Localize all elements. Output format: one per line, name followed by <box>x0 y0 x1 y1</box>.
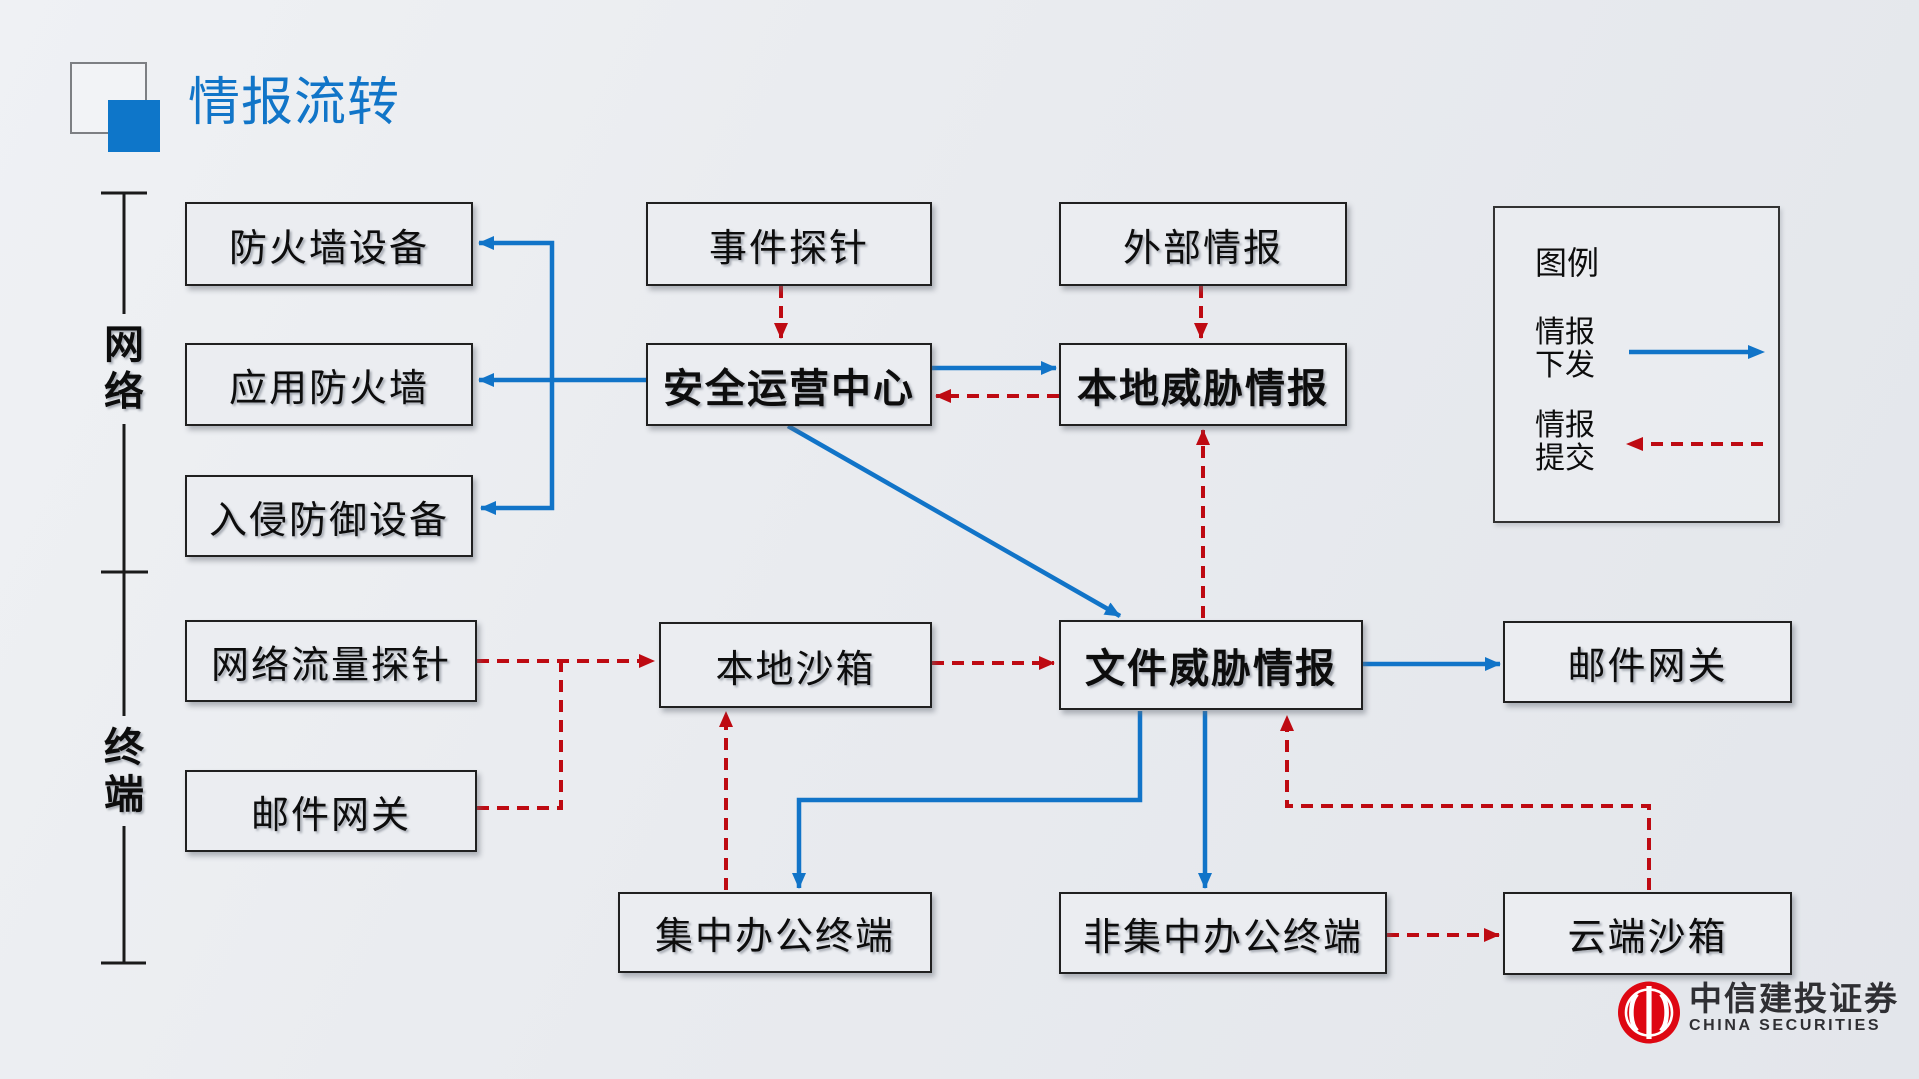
submit-arrows <box>477 286 1651 942</box>
node-label: 本地威胁情报 <box>1077 366 1329 411</box>
node-label: 邮件网关 <box>1567 645 1728 688</box>
node-local-threat-intel: 本地威胁情报 <box>1059 343 1347 426</box>
legend: 图例 情报 下发 情报 提交 <box>1493 206 1780 523</box>
group-label-terminal: 终端 <box>104 726 144 817</box>
node-net-traffic-probe: 网络流量探针 <box>185 620 477 702</box>
line-mail-gateway-to-sandbox-junction <box>477 663 563 810</box>
node-app-firewall: 应用防火墙 <box>185 343 473 426</box>
legend-submit-arrow-icon <box>1626 437 1763 451</box>
arrow-soc-to-file-threat-intel <box>786 424 1122 618</box>
node-label: 邮件网关 <box>250 794 411 837</box>
dispatch-arrows <box>478 236 1501 889</box>
logo-text: 中信建投证券 CHINA SECURITIES <box>1689 981 1899 1035</box>
legend-label-submit: 情报 提交 <box>1535 409 1595 475</box>
node-label: 防火墙设备 <box>228 227 429 270</box>
node-local-sandbox: 本地沙箱 <box>659 622 932 708</box>
node-label: 集中办公终端 <box>654 916 895 958</box>
node-soc: 安全运营中心 <box>646 343 932 426</box>
node-noncentral-terminal: 非集中办公终端 <box>1059 892 1387 974</box>
node-label: 文件威胁情报 <box>1085 647 1337 691</box>
page-title: 情报流转 <box>188 74 401 132</box>
logo-company-name-en: CHINA SECURITIES <box>1689 1017 1882 1034</box>
node-label: 安全运营中心 <box>663 366 915 411</box>
arrow-file-intel-to-central-terminal <box>792 711 1143 889</box>
node-central-terminal: 集中办公终端 <box>618 892 932 973</box>
node-mail-gateway-right: 邮件网关 <box>1503 621 1792 703</box>
node-label: 应用防火墙 <box>228 368 429 410</box>
title-marker-blue-square <box>108 100 160 152</box>
title-marker-icon <box>70 62 160 152</box>
node-file-threat-intel: 文件威胁情报 <box>1059 620 1363 710</box>
node-cloud-sandbox: 云端沙箱 <box>1503 892 1792 975</box>
logo-company-name: 中信建投证券 <box>1689 980 1899 1017</box>
legend-dispatch-arrow-icon <box>1629 345 1765 359</box>
arrow-soc-to-firewall <box>478 236 555 380</box>
node-firewall: 防火墙设备 <box>185 202 473 286</box>
node-external-intel: 外部情报 <box>1059 202 1347 286</box>
node-label: 网络流量探针 <box>210 644 451 687</box>
arrow-soc-to-ips <box>480 380 555 515</box>
node-ips: 入侵防御设备 <box>185 475 473 557</box>
node-label: 本地沙箱 <box>715 648 876 691</box>
node-event-probe: 事件探针 <box>646 202 932 286</box>
node-label: 外部情报 <box>1122 227 1283 270</box>
arrow-cloud-sandbox-to-file-intel <box>1280 715 1651 890</box>
node-label: 入侵防御设备 <box>208 499 449 542</box>
node-label: 云端沙箱 <box>1567 917 1728 959</box>
node-label: 事件探针 <box>708 227 869 270</box>
company-logo: 中信建投证券 CHINA SECURITIES <box>1616 981 1899 1045</box>
group-bracket <box>101 191 148 965</box>
legend-label-dispatch: 情报 下发 <box>1535 316 1595 382</box>
citic-logo-icon <box>1618 981 1680 1044</box>
node-label: 非集中办公终端 <box>1082 916 1363 959</box>
group-label-network: 网络 <box>104 323 144 414</box>
node-mail-gateway-left: 邮件网关 <box>185 770 477 852</box>
legend-title: 图例 <box>1535 245 1600 281</box>
